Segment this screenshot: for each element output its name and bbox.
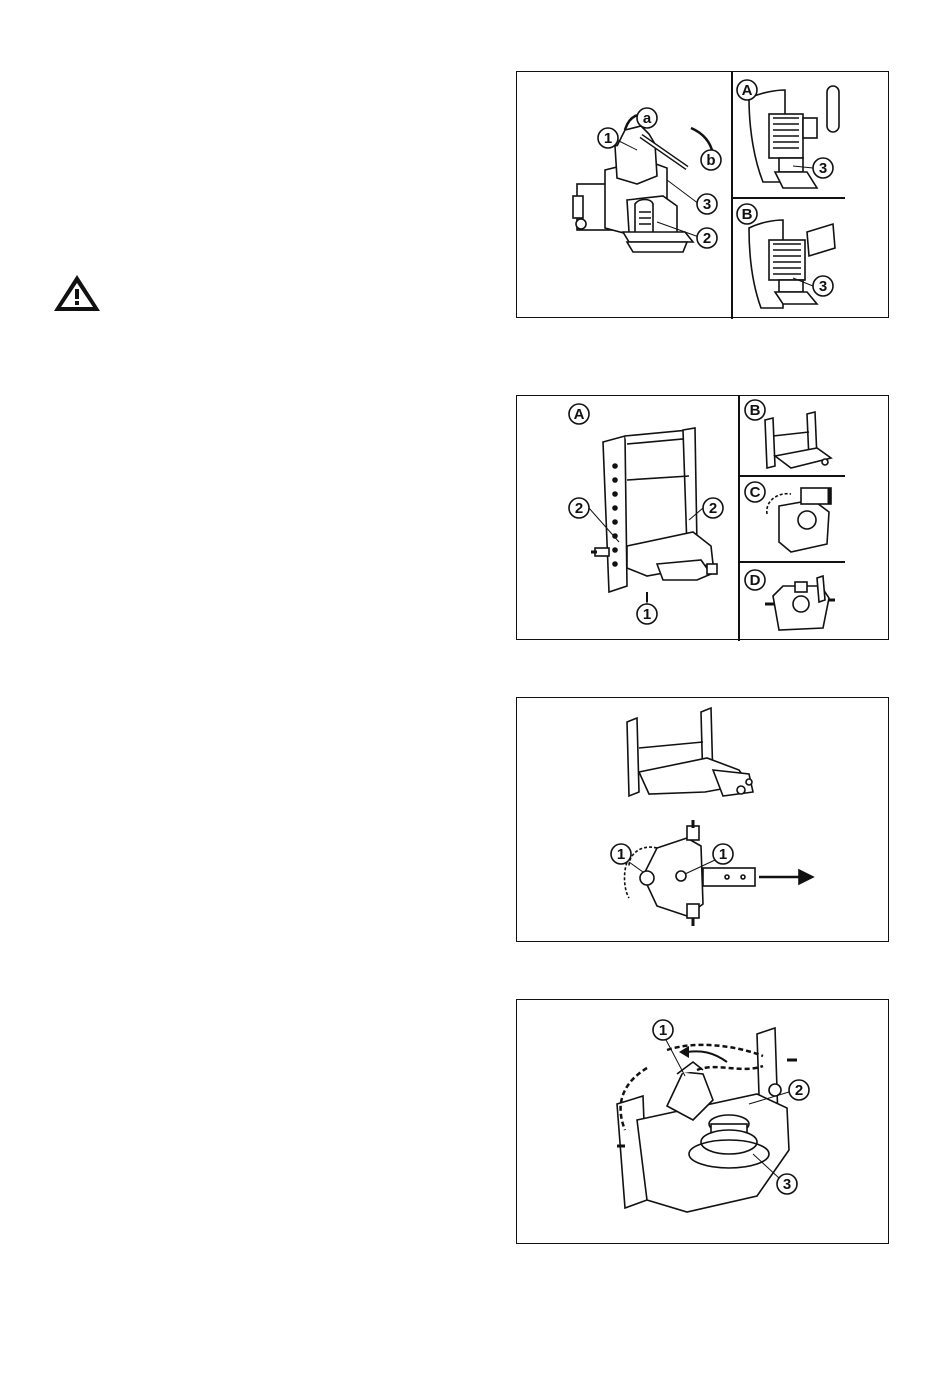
svg-text:B: B (750, 402, 761, 419)
svg-text:3: 3 (783, 1176, 791, 1193)
inset-c-label: C (745, 482, 765, 502)
svg-text:2: 2 (703, 230, 711, 247)
svg-text:2: 2 (575, 500, 583, 517)
figure-3-removal: 1 1 (516, 697, 889, 942)
inset-d-label: D (745, 570, 765, 590)
svg-text:1: 1 (617, 846, 625, 863)
inset-d (765, 576, 835, 630)
pin-drawing (617, 1028, 797, 1212)
svg-text:3: 3 (819, 278, 827, 295)
inset-b (765, 412, 831, 468)
svg-text:3: 3 (703, 196, 711, 213)
main-label-a: A (569, 404, 589, 424)
svg-text:2: 2 (795, 1082, 803, 1099)
inset-a-label: A (737, 80, 757, 100)
svg-text:B: B (742, 206, 753, 223)
svg-text:1: 1 (643, 606, 651, 623)
callout-b: b (701, 150, 721, 170)
figure-4-pin-assembly: 1 2 3 (516, 999, 889, 1244)
plate-drawing (625, 820, 814, 926)
svg-text:1: 1 (604, 130, 612, 147)
figure-2-mounting-rail: A 2 2 1 B (516, 395, 889, 640)
callout-1-left: 1 (611, 844, 643, 872)
inset-c (767, 488, 831, 552)
svg-text:A: A (742, 82, 753, 99)
callout-1: 1 (637, 602, 657, 624)
rail-drawing (591, 428, 717, 602)
svg-text:2: 2 (709, 500, 717, 517)
callout-a: a (637, 108, 657, 128)
hitch-drawing (573, 126, 693, 252)
svg-text:b: b (706, 152, 715, 169)
svg-text:1: 1 (719, 846, 727, 863)
callout-1: 1 (653, 1020, 685, 1076)
inset-b-label: B (745, 400, 765, 420)
warning-triangle-icon (52, 273, 102, 313)
inset-b-label: B (737, 204, 757, 224)
svg-text:1: 1 (659, 1022, 667, 1039)
svg-text:a: a (643, 110, 652, 127)
svg-text:D: D (750, 572, 761, 589)
bracket-drawing (627, 708, 753, 796)
svg-text:3: 3 (819, 160, 827, 177)
svg-text:A: A (574, 406, 585, 423)
svg-text:C: C (750, 484, 761, 501)
figure-1-coupling-lever: a b 1 3 2 (516, 71, 889, 318)
